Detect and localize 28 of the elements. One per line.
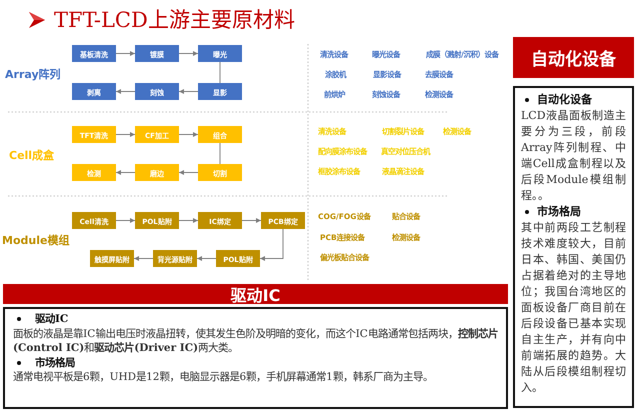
arrow — [116, 51, 136, 56]
arrow — [116, 89, 136, 94]
section-label: Cell成盒 — [9, 149, 54, 162]
paragraph: LCD液晶面板制造主要分为三段，前段Array阵列制程、中端Cell成盒制程以及后段Module模组制程。。 — [521, 108, 626, 204]
arrow — [116, 170, 136, 175]
bullet-heading: 驱动IC — [35, 312, 68, 326]
arrow — [196, 256, 216, 261]
paragraph: 面板的液晶是靠IC输出电压时液晶扭转，使其发生色阶及明暗的变化，而这个IC电路通常包括两块，控制芯片(Control IC)和驱动芯片(Driver IC)两大类。 — [13, 326, 498, 356]
arrow — [116, 218, 136, 223]
section-header-bar: 驱动IC — [3, 284, 508, 304]
paragraph: 通常电视平板是6颗，UHD是12颗，电脑显示器是6颗，手机屏幕通常1颗，韩系厂商为主导。 — [13, 370, 434, 384]
title: TFT-LCD上游主要原材料 — [54, 7, 295, 34]
section-header-bar: 自动化设备 — [513, 37, 634, 78]
arrow — [178, 132, 198, 137]
bullet-heading: 市场格局 — [537, 204, 581, 220]
arrow — [178, 89, 198, 94]
arrow — [178, 218, 198, 223]
arrow — [260, 228, 284, 261]
arrow — [178, 51, 198, 56]
arrow — [134, 256, 154, 261]
section-label: Module模组 — [2, 234, 70, 248]
bullet-heading: 自动化设备 — [537, 92, 592, 108]
paragraph: 其中前两段工艺制程技术难度较大，目前日本、韩国、美国仍占据着绝对的主导地位；我国台湾地区的面板设备厂商目前在后段设备已基本实现自主生产，并有向中前端拓展的趋势。大陆从后段模组制程切入。 — [521, 220, 626, 396]
arrow — [178, 170, 198, 175]
bullet-heading: 市场格局 — [35, 356, 75, 370]
section-label: Array阵列 — [5, 68, 61, 82]
arrow — [116, 132, 136, 137]
arrow — [242, 218, 262, 223]
